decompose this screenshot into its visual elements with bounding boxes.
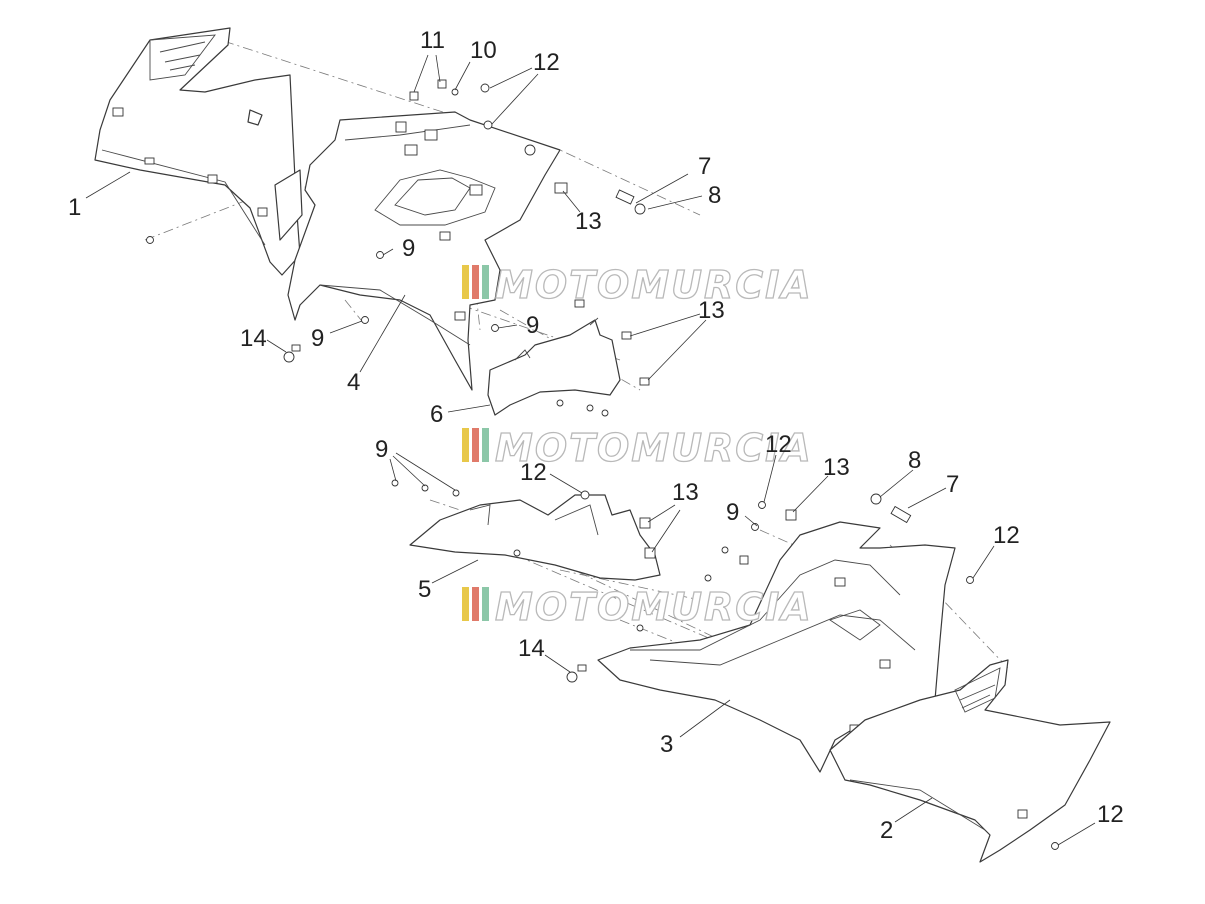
callout-9: 9	[726, 499, 739, 526]
watermark-2: MOTOMURCIA	[462, 425, 813, 471]
callout-13: 13	[823, 454, 850, 481]
watermark-1: MOTOMURCIA	[462, 262, 813, 308]
callout-5: 5	[418, 576, 431, 603]
part-6-inner-bracket	[487, 299, 650, 417]
callout-14: 14	[240, 325, 267, 352]
part-4-inner-fairing	[287, 111, 561, 391]
watermark-stripe-green	[482, 428, 489, 462]
callout-7: 7	[946, 471, 959, 498]
callout-1: 1	[68, 194, 81, 221]
watermark-stripe-yellow	[462, 587, 469, 621]
watermark-stripe-yellow	[462, 428, 469, 462]
callout-9: 9	[311, 325, 324, 352]
callout-12: 12	[765, 431, 792, 458]
callout-14: 14	[518, 635, 545, 662]
watermark-stripe-red	[472, 428, 479, 462]
watermark-3: MOTOMURCIA	[462, 584, 813, 630]
loose-fasteners	[146, 79, 1059, 850]
callout-8: 8	[908, 447, 921, 474]
callout-9: 9	[375, 436, 388, 463]
watermark-stripe-red	[472, 587, 479, 621]
callout-13: 13	[575, 208, 602, 235]
callout-12: 12	[993, 522, 1020, 549]
watermark-stripe-red	[472, 265, 479, 299]
callout-10: 10	[470, 37, 497, 64]
callout-2: 2	[880, 817, 893, 844]
watermark-stripe-yellow	[462, 265, 469, 299]
callout-13: 13	[698, 297, 725, 324]
callout-12: 12	[533, 49, 560, 76]
part-2-lower-side-cowl	[829, 659, 1111, 863]
callout-8: 8	[708, 182, 721, 209]
callout-9: 9	[526, 312, 539, 339]
callout-9: 9	[402, 235, 415, 262]
callout-11: 11	[420, 27, 445, 54]
watermark-stripe-green	[482, 265, 489, 299]
leader-lines	[85, 54, 1096, 846]
callout-12: 12	[1097, 801, 1124, 828]
part-1-upper-fairing	[94, 27, 303, 276]
part-5-lower-inner-fairing	[409, 490, 661, 581]
callout-12: 12	[520, 459, 547, 486]
callout-labels: 1 11 10 12 7 8 13 9 14 9 9 13 4 6 9 12 1…	[68, 27, 1124, 844]
watermark-text: MOTOMURCIA	[495, 263, 813, 307]
callout-13: 13	[672, 479, 699, 506]
callout-4: 4	[347, 369, 360, 396]
callout-3: 3	[660, 731, 673, 758]
callout-6: 6	[430, 401, 443, 428]
watermark-text: MOTOMURCIA	[495, 426, 813, 470]
watermark-text: MOTOMURCIA	[495, 585, 813, 629]
callout-7: 7	[698, 153, 711, 180]
watermark-stripe-green	[482, 587, 489, 621]
